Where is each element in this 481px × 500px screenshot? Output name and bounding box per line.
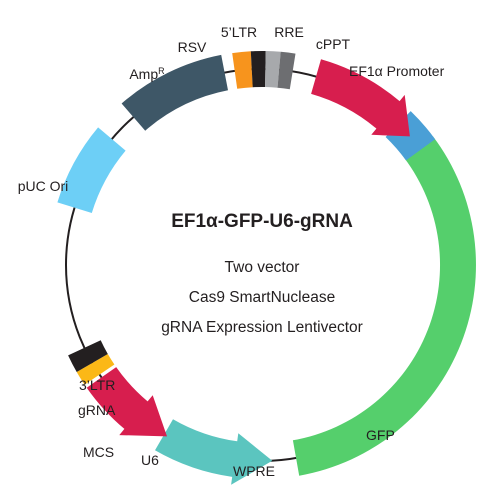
amp-label: AmpR bbox=[129, 66, 165, 82]
wpre-segment bbox=[155, 419, 273, 485]
cppt-label: cPPT bbox=[316, 36, 351, 52]
ltr3-segment bbox=[68, 340, 108, 372]
grna-label: gRNA bbox=[78, 402, 116, 418]
mcs-label: MCS bbox=[83, 444, 114, 460]
ef1a-promoter-segment bbox=[311, 59, 410, 137]
puc-ori-label: pUC Ori bbox=[18, 178, 69, 194]
rsv-label: RSV bbox=[178, 39, 207, 55]
cppt-segment bbox=[277, 51, 296, 90]
ltr5-label: 5’LTR bbox=[221, 24, 257, 40]
plasmid-name: EF1α-GFP-U6-gRNA bbox=[171, 211, 353, 232]
gfp-label: GFP bbox=[366, 427, 395, 443]
amp-label-superscript: R bbox=[158, 66, 165, 76]
amp-label-text: Amp bbox=[129, 66, 158, 82]
description-line-1: Two vector bbox=[225, 259, 300, 276]
ltr5-segment bbox=[250, 50, 266, 88]
wpre-label: WPRE bbox=[233, 463, 275, 479]
puc-ori-segment bbox=[57, 127, 126, 213]
ltr3-label: 3’LTR bbox=[79, 377, 115, 393]
ef1a-label: EF1α Promoter bbox=[349, 63, 445, 79]
rre-label: RRE bbox=[274, 24, 304, 40]
rsv-segment bbox=[232, 51, 253, 89]
gfp-segment bbox=[292, 136, 476, 476]
amp-segment bbox=[121, 54, 228, 131]
u6-label: U6 bbox=[141, 452, 159, 468]
grna-segment bbox=[76, 354, 115, 385]
u6-segment bbox=[86, 367, 167, 437]
ef1a-tip-segment bbox=[385, 111, 436, 161]
description-line-3: gRNA Expression Lentivector bbox=[161, 319, 363, 336]
description-line-2: Cas9 SmartNuclease bbox=[189, 289, 335, 306]
rre-segment bbox=[265, 51, 281, 88]
